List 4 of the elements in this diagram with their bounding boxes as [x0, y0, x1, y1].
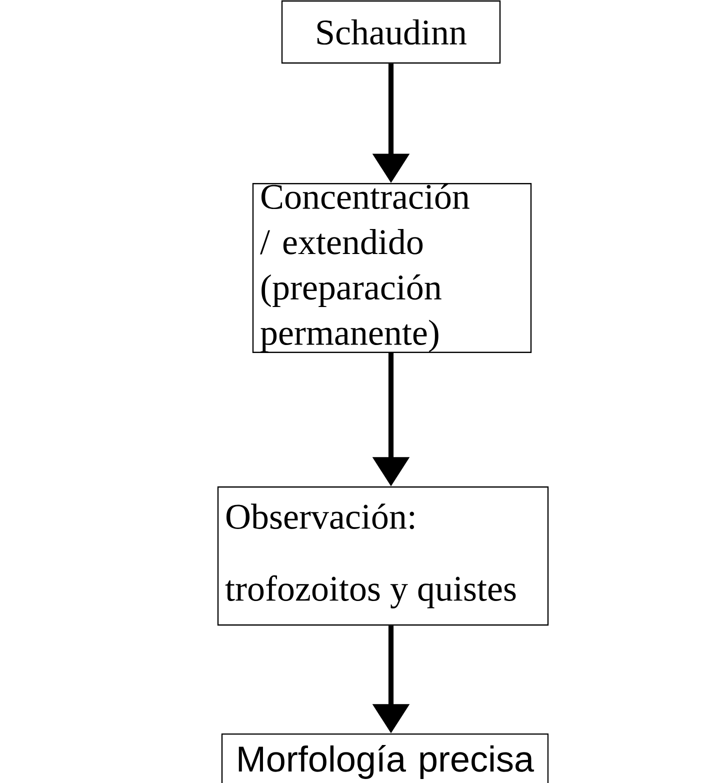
- process-box: Morfología precisa: [221, 733, 549, 783]
- process-box: Concentración / extendido (preparación permanente): [252, 183, 532, 353]
- process-box: Observación: trofozoitos y quistes: [217, 486, 549, 626]
- process-box: Schaudinn: [281, 0, 501, 64]
